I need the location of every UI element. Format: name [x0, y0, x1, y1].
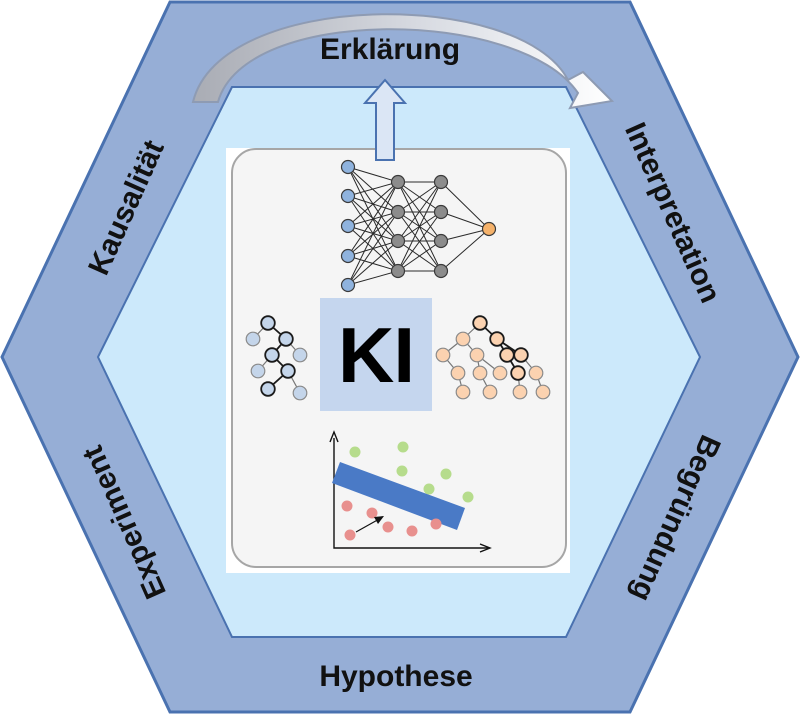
scatter-point [366, 507, 378, 519]
nn-connection [440, 211, 490, 230]
nn-node [390, 174, 406, 190]
nn-node [340, 248, 356, 264]
nn-connection [397, 240, 442, 272]
tree-node [528, 365, 544, 381]
scatter-plot-icon [329, 430, 492, 553]
tree-node [278, 331, 294, 347]
nn-node [340, 188, 356, 204]
nn-node [390, 233, 406, 249]
nn-connection [347, 166, 399, 183]
tree-node [535, 384, 551, 400]
scatter-point [423, 483, 435, 495]
scatter-point [344, 529, 356, 541]
separator-band [332, 462, 465, 530]
nn-connection [347, 181, 399, 286]
nn-node [340, 277, 356, 293]
nn-node [481, 221, 497, 237]
nn-connection [397, 181, 442, 213]
tree-node [472, 365, 488, 381]
ki-label: KI [338, 310, 415, 399]
tree-node [292, 385, 308, 401]
tree-node [489, 331, 505, 347]
vector-arrowhead [374, 516, 384, 524]
nn-node [390, 263, 406, 279]
tree-node [512, 384, 528, 400]
tree-node [435, 347, 451, 363]
plot-axes [333, 438, 488, 549]
nn-connection [347, 181, 399, 197]
tree-node [264, 347, 280, 363]
tree-node [260, 315, 276, 331]
scatter-point [349, 446, 361, 458]
nn-connection [347, 181, 399, 227]
nn-connection [347, 240, 399, 286]
label-top: Erklärung [319, 33, 461, 66]
tree-node [245, 331, 261, 347]
nn-connection [440, 228, 490, 272]
y-axis-arrowhead [329, 430, 339, 443]
nn-connection [397, 181, 442, 242]
up-arrow-icon [362, 78, 408, 161]
nn-connection [347, 270, 399, 286]
tree-node [482, 384, 498, 400]
tree-node [492, 365, 508, 381]
scatter-point [462, 491, 474, 503]
tree-node [450, 365, 466, 381]
nn-node [340, 218, 356, 234]
scatter-point [430, 518, 442, 530]
tree-node [455, 384, 471, 400]
scatter-point [382, 521, 394, 533]
label-bottom: Hypothese [319, 660, 473, 693]
nn-node [390, 204, 406, 220]
tree-node [260, 381, 276, 397]
nn-connection [397, 181, 442, 272]
nn-connection [440, 181, 490, 230]
nn-connection [440, 228, 490, 242]
tree-node [472, 315, 488, 331]
decision-tree-icon [435, 315, 551, 400]
tree-node [510, 365, 526, 381]
tree-node [280, 363, 296, 379]
scatter-point [341, 500, 353, 512]
scatter-point [397, 441, 409, 453]
scatter-point [440, 468, 452, 480]
ki-box: KI [320, 298, 432, 411]
nn-connection [347, 211, 399, 286]
tree-node [250, 363, 266, 379]
nn-connection [397, 211, 442, 272]
nn-node [433, 263, 449, 279]
nn-node [433, 174, 449, 190]
tree-node [455, 331, 471, 347]
tree-node [469, 347, 485, 363]
nn-node [340, 159, 356, 175]
tree-node [292, 347, 308, 363]
curved-arrow-icon [191, 13, 615, 110]
scatter-point [396, 465, 408, 477]
neural-network-icon [340, 159, 497, 293]
tree-node [499, 347, 515, 363]
nn-node [433, 204, 449, 220]
scatter-point [406, 525, 418, 537]
x-axis-arrowhead [479, 543, 492, 553]
tree-node [513, 347, 529, 363]
nn-connection [347, 181, 399, 257]
nn-node [433, 233, 449, 249]
decision-tree-icon [245, 315, 308, 401]
